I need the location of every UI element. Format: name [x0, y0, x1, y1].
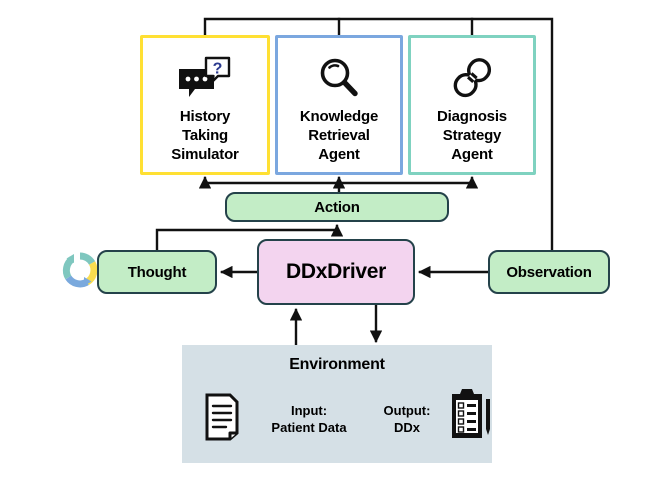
node-ddxdriver-label: DDxDriver	[285, 260, 386, 283]
environment-input-label: Input: Patient Data	[271, 403, 347, 435]
chain-link-icon	[449, 49, 495, 107]
environment-output-label: Output: DDx	[383, 403, 431, 435]
feedback-bus-line	[203, 17, 554, 252]
node-ddxdriver[interactable]: DDxDriver	[257, 239, 415, 305]
environment-panel: Environment Input: Patient Data Output: …	[182, 345, 492, 463]
clipboard-checklist-icon	[450, 387, 492, 441]
refresh-cycle-icon	[62, 252, 98, 288]
agent-card-diagnosis-strategy-agent[interactable]: Diagnosis Strategy Agent	[408, 35, 536, 175]
document-icon	[204, 393, 240, 441]
agent-card-label: Diagnosis Strategy Agent	[437, 107, 507, 163]
node-action[interactable]: Action	[225, 192, 449, 222]
node-thought[interactable]: Thought	[97, 250, 217, 294]
chat-question-icon: ?	[176, 49, 234, 107]
node-thought-label: Thought	[127, 263, 187, 281]
svg-text:?: ?	[213, 60, 223, 77]
node-observation[interactable]: Observation	[488, 250, 610, 294]
node-action-label: Action	[314, 198, 360, 216]
thought-to-action-arrow	[155, 224, 344, 252]
agent-card-history-taking-simulator[interactable]: ? History Taking Simulator	[140, 35, 270, 175]
agent-card-knowledge-retrieval-agent[interactable]: Knowledge Retrieval Agent	[275, 35, 403, 175]
node-observation-label: Observation	[506, 263, 592, 281]
environment-title: Environment	[289, 356, 385, 373]
agent-card-label: Knowledge Retrieval Agent	[299, 107, 379, 163]
magnifying-glass-icon	[316, 49, 362, 107]
agent-card-label: History Taking Simulator	[171, 107, 239, 163]
